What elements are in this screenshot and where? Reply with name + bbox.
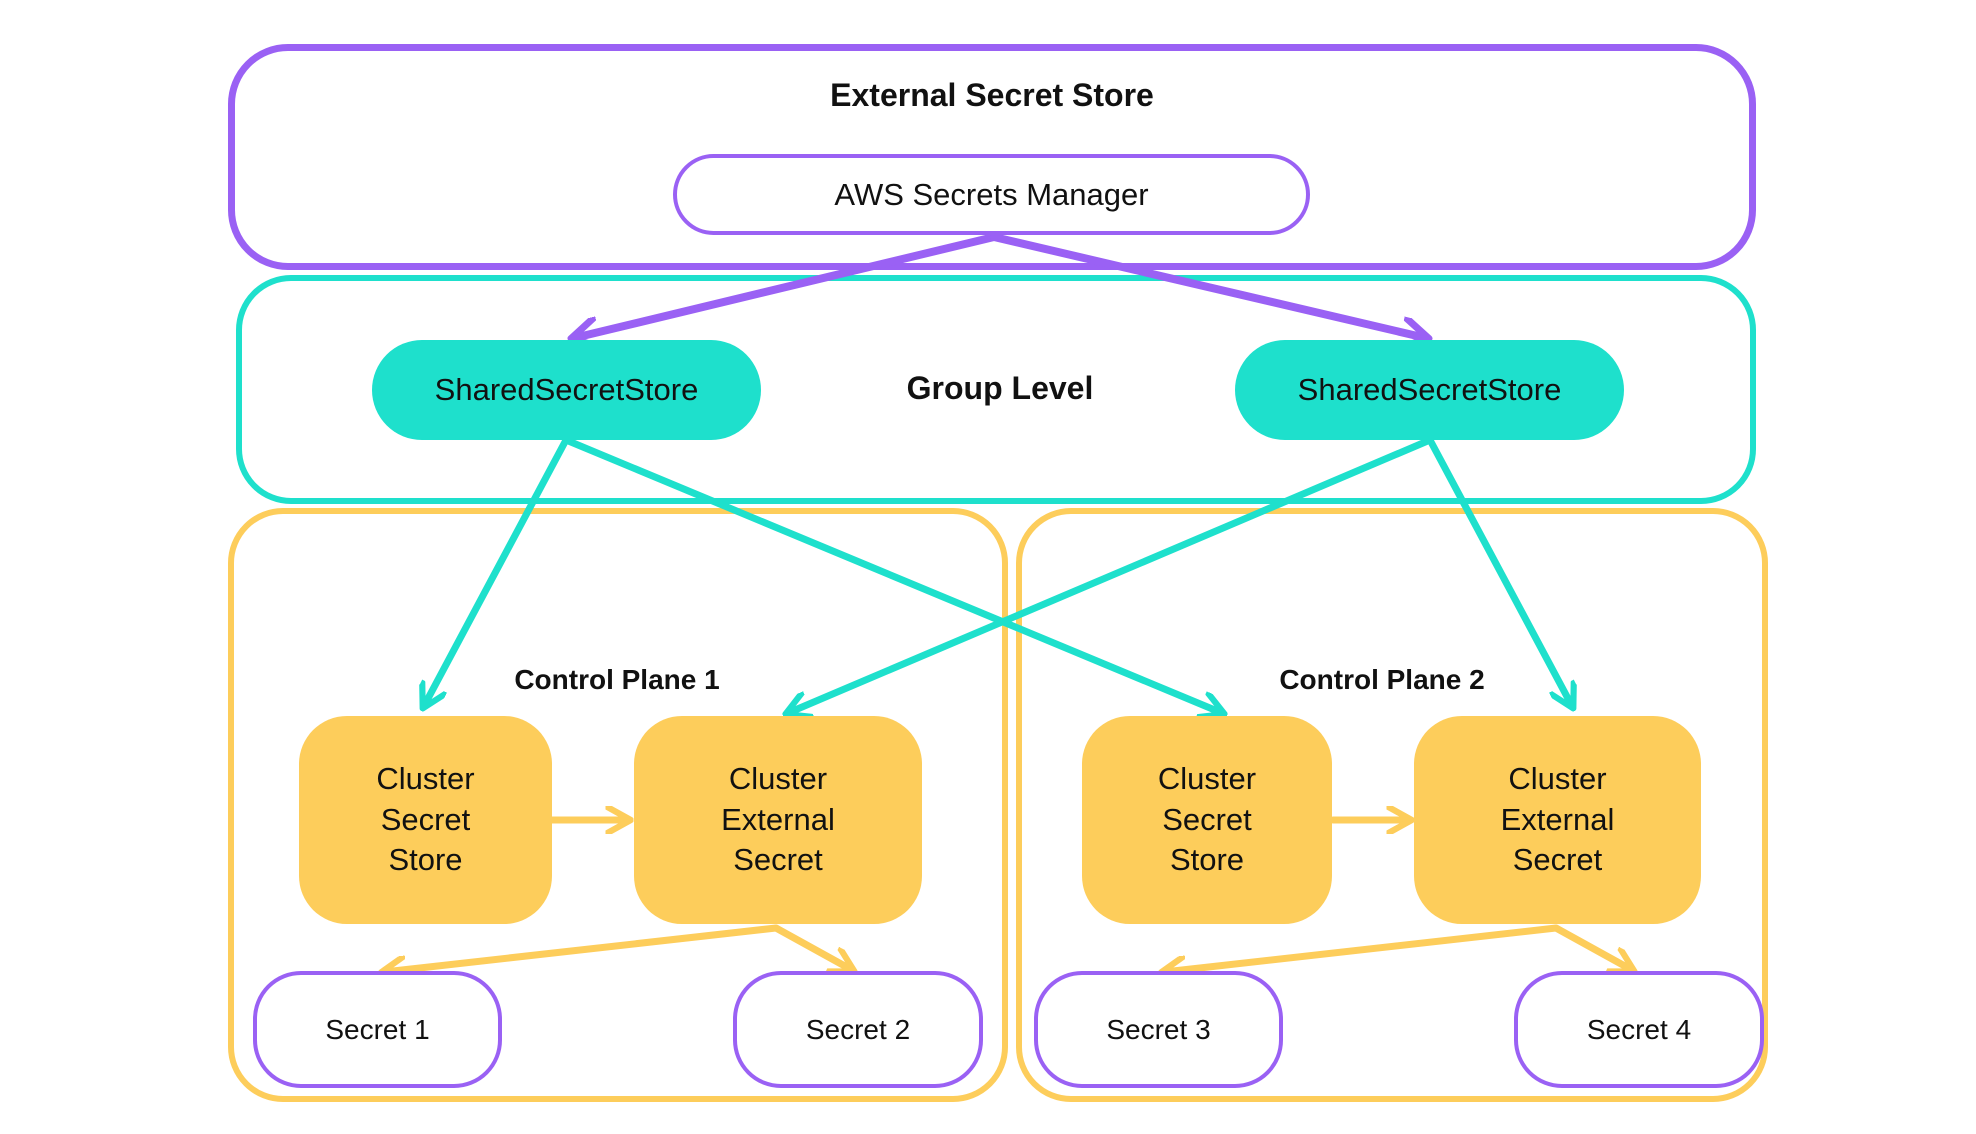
cp1-cluster-external-secret[interactable]: Cluster External Secret [634,716,922,924]
cp2-cluster-external-secret-line-1: Cluster [1508,760,1607,796]
cp1-cluster-secret-store[interactable]: Cluster Secret Store [299,716,552,924]
cp2-cluster-external-secret[interactable]: Cluster External Secret [1414,716,1701,924]
group-level-title: Group Level [906,369,1094,406]
external-secret-store-title: External Secret Store [830,76,1154,113]
cp2-cluster-external-secret-line-3: Secret [1512,842,1603,878]
secret-4-label: Secret 4 [1586,1013,1692,1045]
aws-secrets-manager-label: AWS Secrets Manager [834,176,1149,212]
cp1-cluster-secret-store-line-2: Secret [380,801,471,837]
arrow-cp2-external-to-secret-3 [1164,924,1560,972]
external-secret-store-container [228,44,1756,270]
cp1-cluster-external-secret-line-3: Secret [733,842,823,878]
arrow-shared-left-to-cp2-store [562,436,1222,713]
cp1-cluster-secret-store-line-3: Store [388,842,463,878]
cp1-cluster-external-secret-line-2: External [721,801,835,837]
cp1-cluster-secret-store-line-1: Cluster [376,760,475,796]
arrow-cp1-external-to-secret-2 [772,924,852,970]
shared-secret-store-right-label: SharedSecretStore [1297,372,1562,407]
arrow-cp2-external-to-secret-4 [1552,924,1632,970]
control-plane-2-container [1016,508,1768,1102]
control-plane-1-title: Control Plane 1 [514,664,720,695]
secret-2-label: Secret 2 [805,1013,911,1045]
cp2-cluster-secret-store-line-2: Secret [1162,801,1252,837]
secret-3-label: Secret 3 [1106,1013,1211,1045]
shared-secret-store-left-label: SharedSecretStore [434,372,699,407]
cp2-cluster-secret-store[interactable]: Cluster Secret Store [1082,716,1332,924]
cp1-cluster-external-secret-line-1: Cluster [728,760,828,796]
cp2-cluster-external-secret-line-2: External [1500,801,1615,837]
control-plane-1-container [228,508,1008,1102]
cp2-cluster-secret-store-line-1: Cluster [1157,760,1257,796]
secret-4-node[interactable]: Secret 4 [1514,971,1764,1088]
arrow-aws-to-shared-right [990,233,1426,338]
cp2-cluster-secret-store-line-3: Store [1169,842,1245,878]
arrow-shared-right-to-cp2-external [1426,436,1572,706]
aws-secrets-manager-node[interactable]: AWS Secrets Manager [673,154,1310,235]
secret-3-node[interactable]: Secret 3 [1034,971,1283,1088]
secret-1-node[interactable]: Secret 1 [253,971,502,1088]
control-plane-2-title: Control Plane 2 [1279,664,1485,695]
secret-1-label: Secret 1 [325,1013,430,1045]
arrow-cp1-external-to-secret-1 [384,924,780,972]
arrow-aws-to-shared-left [574,233,998,338]
shared-secret-store-left[interactable]: SharedSecretStore [372,340,761,440]
shared-secret-store-right[interactable]: SharedSecretStore [1235,340,1624,440]
group-level-container [236,275,1756,504]
arrow-shared-left-to-cp1-store [424,436,570,706]
arrow-shared-right-to-cp1-external [788,436,1434,713]
secret-2-node[interactable]: Secret 2 [733,971,983,1088]
